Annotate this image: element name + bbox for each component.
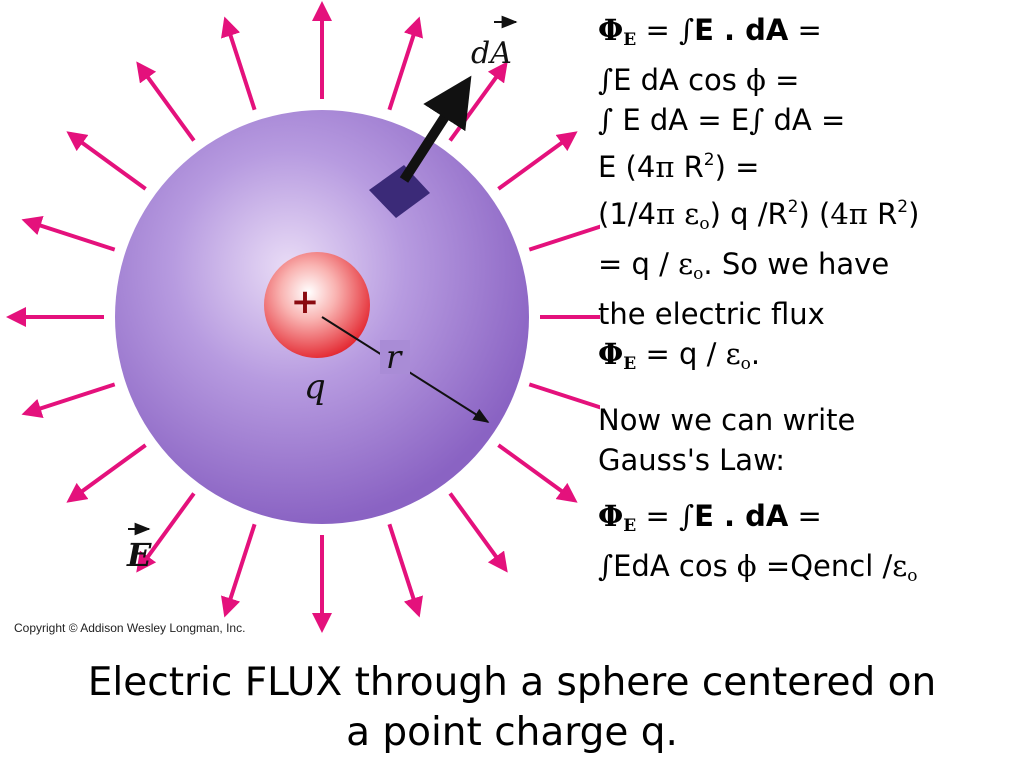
field-arrow — [497, 131, 578, 191]
radius-label-backdrop — [380, 340, 410, 374]
derivation-line-10: Gauss's Law: — [598, 443, 785, 477]
derivation-line-6: = q / εo. So we have — [598, 247, 890, 284]
flux-sphere-diagram: + r q dA E — [6, 1, 600, 633]
charge-label: q — [304, 367, 326, 407]
derivation-line-8: ΦE = q / εo. — [598, 337, 761, 374]
area-vector-label: dA — [471, 36, 512, 71]
field-arrow — [66, 443, 147, 503]
field-arrow — [497, 443, 578, 503]
field-arrow — [66, 131, 147, 191]
derivation-line-4: E (4π R2) = — [598, 150, 760, 184]
field-arrow — [21, 216, 116, 252]
derivation-line-1: ΦE = ∫E . dA = — [598, 13, 822, 50]
derivation-line-3: ∫ E dA = E∫ dA = — [598, 103, 846, 137]
copyright-notice: Copyright © Addison Wesley Longman, Inc. — [14, 621, 246, 635]
field-arrow — [136, 492, 196, 573]
flux-derivation: ΦE = ∫E . dA = ∫E dA cos ϕ = ∫ E dA = E∫… — [598, 10, 1018, 596]
field-arrow — [21, 382, 116, 418]
radius-label: r — [386, 338, 403, 376]
gauss-law-line-2: ∫EdA cos ϕ =Qencl /εo — [598, 549, 918, 586]
derivation-line-7: the electric flux — [598, 297, 825, 331]
field-label: E — [126, 536, 152, 574]
area-element-patch — [369, 165, 430, 218]
field-arrow — [136, 61, 196, 142]
derivation-line-5: (1/4π εo) q /R2) (4π R2) — [598, 197, 920, 234]
derivation-line-2: ∫E dA cos ϕ = — [598, 63, 800, 97]
gauss-law-line-1: ΦE = ∫E . dA = — [598, 499, 822, 536]
field-arrow — [387, 16, 423, 111]
field-arrow — [387, 523, 423, 618]
caption-line-2: a point charge q. — [346, 710, 678, 755]
field-arrow — [221, 523, 257, 618]
field-arrow — [528, 224, 600, 252]
derivation-line-9: Now we can write — [598, 403, 856, 437]
field-arrow — [448, 492, 508, 573]
area-vector-arrow — [399, 75, 472, 183]
electric-field-lines — [6, 1, 600, 633]
field-arrow — [528, 382, 600, 410]
field-arrow — [221, 16, 257, 111]
caption-line-1: Electric FLUX through a sphere centered … — [87, 660, 937, 705]
charge-sign: + — [291, 282, 320, 322]
slide-caption: Electric FLUX through a sphere centered … — [0, 658, 1024, 758]
